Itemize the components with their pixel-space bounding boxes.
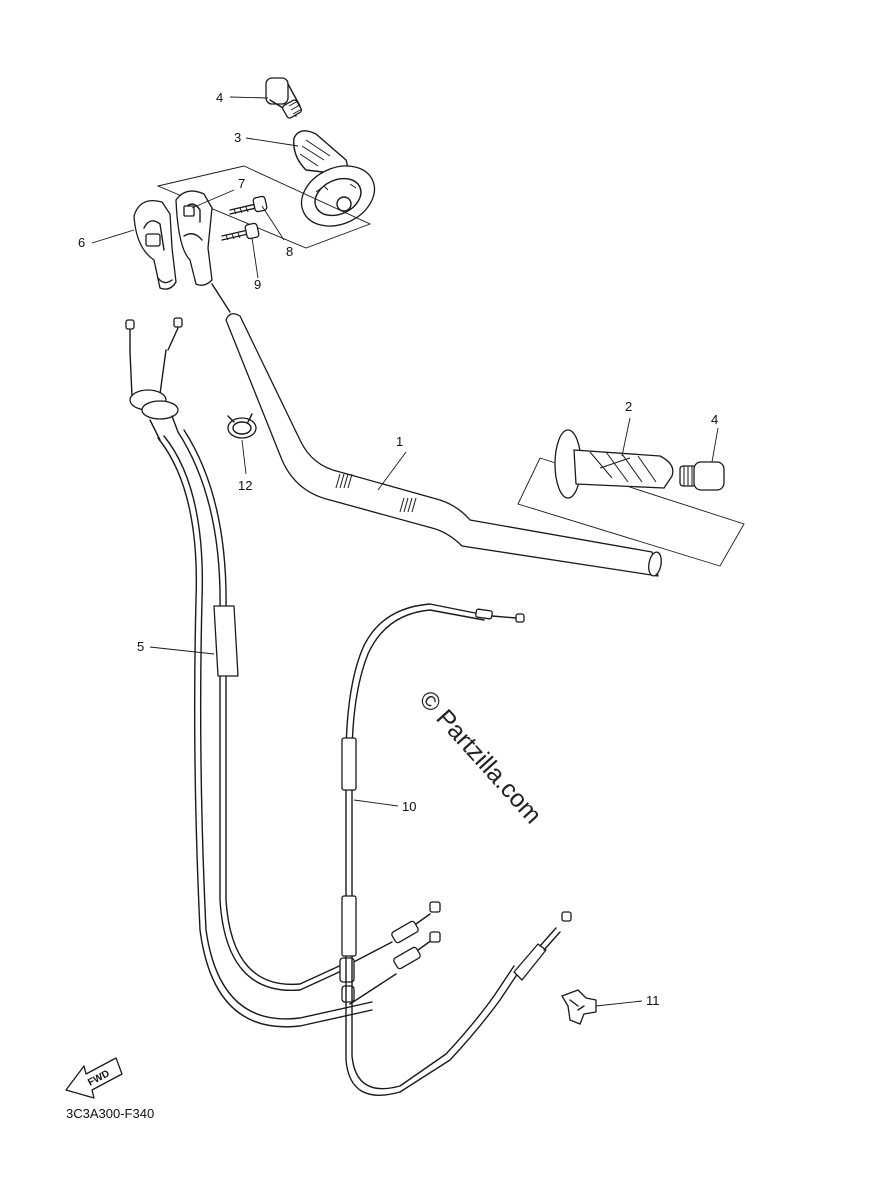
- callout-9: 9: [254, 277, 261, 292]
- left-grip[interactable]: [554, 429, 674, 499]
- callout-10: 10: [402, 799, 416, 814]
- clutch-cable[interactable]: [341, 603, 572, 1096]
- left-grip-frame: [517, 457, 745, 567]
- screw-upper[interactable]: [229, 195, 268, 215]
- handlebar[interactable]: [211, 283, 663, 577]
- callout-labels: 1 2 3 4 4 5 6 7 8 9 10 11 12: [78, 90, 718, 1008]
- forward-arrow: FWD: [65, 1057, 123, 1099]
- callout-3: 3: [234, 130, 241, 145]
- cable-clamp[interactable]: [227, 413, 257, 439]
- callout-11: 11: [646, 993, 660, 1008]
- screw-lower[interactable]: [221, 222, 260, 241]
- callout-4-right: 4: [711, 412, 718, 427]
- bar-end-weight-right[interactable]: [679, 461, 725, 491]
- callout-6: 6: [78, 235, 85, 250]
- callout-1: 1: [396, 434, 403, 449]
- throttle-grip[interactable]: [292, 130, 385, 238]
- callout-5: 5: [137, 639, 144, 654]
- bar-end-weight-top[interactable]: [265, 77, 303, 119]
- callout-2: 2: [625, 399, 632, 414]
- diagram-code: 3C3A300-F340: [66, 1106, 154, 1121]
- watermark-text: © Partzilla.com: [414, 685, 548, 829]
- throttle-housing-lower[interactable]: [133, 199, 177, 290]
- throttle-housing-upper[interactable]: [175, 190, 213, 286]
- callout-4-top: 4: [216, 90, 223, 105]
- leader-lines: [91, 96, 719, 1007]
- cable-holder[interactable]: [561, 989, 597, 1025]
- callout-12: 12: [238, 478, 252, 493]
- callout-8: 8: [286, 244, 293, 259]
- callout-7: 7: [238, 176, 245, 191]
- throttle-cable[interactable]: [125, 317, 441, 1028]
